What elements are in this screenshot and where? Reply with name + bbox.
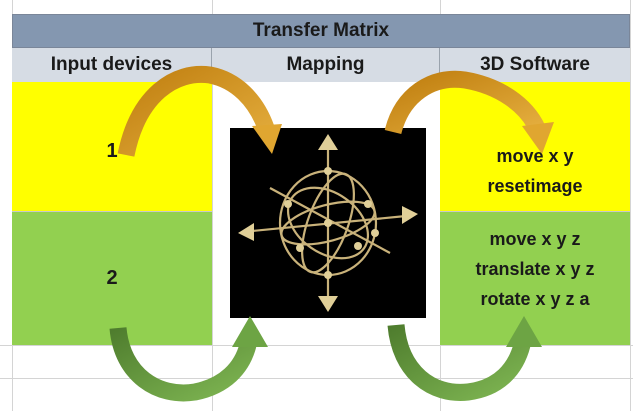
orange-curved-arrow-to-mapping (117, 65, 282, 157)
orange-curved-arrow-to-software (384, 70, 554, 154)
gridline (630, 0, 631, 411)
software-cell-row-1: move x y resetimage (440, 82, 630, 212)
3d-navigation-sphere-icon (230, 128, 426, 318)
gridline (212, 0, 213, 411)
command-text: translate x y z (475, 259, 595, 279)
command-text: resetimage (487, 175, 583, 196)
command-text: move x y z (489, 229, 581, 249)
header-input-devices: Input devices (12, 48, 212, 82)
device-1-cell: 1 (12, 82, 212, 212)
table-title: Transfer Matrix (12, 14, 630, 48)
command-text: move x y (496, 145, 574, 166)
green-curved-arrow-to-software (387, 316, 542, 401)
device-2-cell: 2 (12, 212, 212, 345)
command-text: rotate x y z a (480, 289, 590, 309)
gridline (0, 378, 633, 379)
software-cell-row-2: move x y z translate x y z rotate x y z … (440, 212, 630, 345)
gridline (0, 345, 633, 346)
header-mapping: Mapping (212, 48, 440, 82)
green-curved-arrow-to-mapping (109, 316, 268, 402)
